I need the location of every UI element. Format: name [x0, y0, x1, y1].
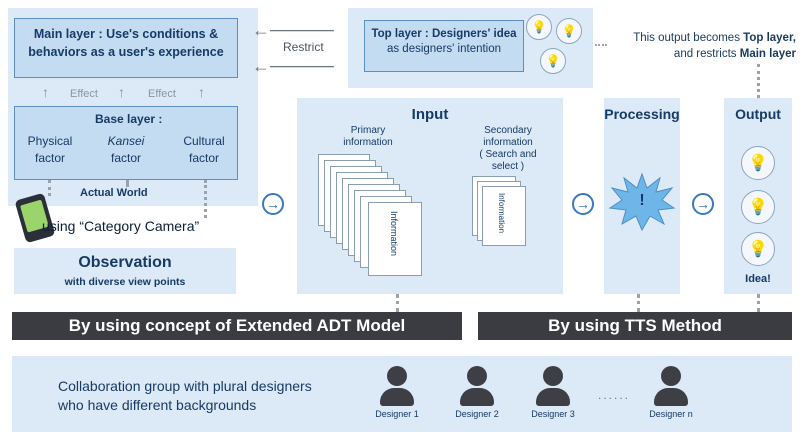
secondary-info-line2: information: [483, 137, 533, 148]
designer-1: Designer 1: [372, 366, 422, 419]
physical-factor-line2: factor: [34, 151, 65, 165]
actual-world-label: Actual World: [80, 187, 148, 199]
effect-arrow-2: ↑: [118, 84, 125, 100]
lightbulb-icon: 💡: [741, 190, 775, 224]
primary-paper-stack: Information: [318, 154, 428, 284]
output-note-1a: This output becomes: [633, 32, 744, 44]
designer-n-label: Designer n: [649, 409, 693, 419]
kansei-factor-line1: Kansei: [107, 134, 145, 148]
banner-right: [478, 312, 792, 340]
secondary-paper-stack: Information: [472, 176, 542, 256]
output-idea-label: Idea!: [745, 273, 771, 285]
designer-3: Designer 3: [528, 366, 578, 419]
input-title: Input: [411, 106, 449, 123]
main-layer-line2: behaviors as a user's experience: [28, 45, 224, 59]
feedback-dotted-vertical: [757, 64, 760, 98]
secondary-info-line1: Secondary: [484, 125, 532, 136]
paper-text: Information: [389, 211, 399, 257]
dotted-line: [396, 294, 399, 312]
output-note-2a: and restricts: [673, 48, 740, 60]
effect-label-2: Effect: [148, 88, 176, 100]
designer-n: Designer n: [642, 366, 700, 419]
main-layer-box: Main layer : Use's conditions & behavior…: [14, 18, 238, 78]
primary-info-line1: Primary: [350, 125, 386, 136]
dotted-line: [637, 294, 640, 312]
restrict-arrow-bottom: ←─────: [252, 56, 334, 76]
physical-factor-line1: Physical: [27, 134, 73, 148]
lightbulb-icon: 💡: [526, 14, 552, 40]
banner-left-text: By using concept of Extended ADT Model: [68, 316, 406, 335]
ellipsis: ......: [598, 388, 631, 402]
output-note-2b: Main layer: [739, 48, 796, 60]
starburst-icon: [608, 172, 676, 232]
cultural-factor-line1: Cultural: [183, 134, 225, 148]
designer-1-label: Designer 1: [375, 409, 419, 419]
feedback-dotted-line: [595, 44, 607, 46]
person-icon: [543, 366, 563, 386]
flow-arrow-1: →: [262, 193, 284, 215]
restrict-arrow-top: ←─────: [252, 20, 334, 40]
top-layer-line2: as designers' intention: [386, 43, 502, 55]
main-layer-line1: Main layer : Use's conditions &: [33, 27, 219, 41]
secondary-info-line3: ( Search and: [479, 149, 537, 160]
top-layer-box: Top layer : Designers' idea as designers…: [364, 20, 524, 72]
output-note-1b: Top layer,: [743, 32, 796, 44]
designer-2: Designer 2: [452, 366, 502, 419]
restrict-label: Restrict: [283, 40, 324, 54]
dotted-line: [757, 294, 760, 312]
camera-label: using “Category Camera”: [42, 218, 200, 234]
output-note: This output becomes Top layer, and restr…: [606, 30, 796, 62]
effect-label-1: Effect: [70, 88, 98, 100]
effect-arrow-1: ↑: [42, 84, 49, 100]
secondary-info-line4: select ): [491, 161, 525, 172]
dotted-line: [48, 180, 51, 196]
lightbulb-icon: 💡: [556, 18, 582, 44]
flow-arrow-3: →: [572, 193, 594, 215]
effect-arrow-3: ↑: [198, 84, 205, 100]
processing-symbol: !: [639, 192, 645, 209]
top-layer-bulbs: 💡 💡 💡: [526, 14, 588, 82]
designer-3-label: Designer 3: [531, 409, 575, 419]
person-icon: [661, 366, 681, 386]
dotted-line: [126, 180, 129, 186]
base-layer-box: [14, 106, 238, 180]
person-icon: [467, 366, 487, 386]
output-title: Output: [735, 106, 781, 122]
primary-info-line2: information: [343, 137, 393, 148]
collab-line2: who have different backgrounds: [58, 397, 257, 413]
collab-line1: Collaboration group with plural designer…: [58, 378, 312, 394]
kansei-factor-line2: factor: [110, 151, 141, 165]
lightbulb-icon: 💡: [741, 232, 775, 266]
base-layer-title: Base layer :: [95, 112, 163, 126]
lightbulb-icon: 💡: [741, 146, 775, 180]
dotted-line: [204, 180, 207, 218]
paper-text-secondary: Information: [497, 193, 506, 234]
observation-box: [14, 248, 236, 294]
flow-arrow-4: →: [692, 193, 714, 215]
designer-2-label: Designer 2: [455, 409, 499, 419]
lightbulb-icon: 💡: [540, 48, 566, 74]
observation-subtitle: with diverse view points: [64, 276, 186, 288]
banner-left: [12, 312, 462, 340]
banner-right-text: By using TTS Method: [548, 316, 722, 335]
processing-title: Processing: [604, 106, 680, 122]
observation-title: Observation: [78, 254, 172, 271]
top-layer-line1: Top layer : Designers' idea: [371, 28, 517, 40]
person-icon: [387, 366, 407, 386]
cultural-factor-line2: factor: [188, 151, 219, 165]
